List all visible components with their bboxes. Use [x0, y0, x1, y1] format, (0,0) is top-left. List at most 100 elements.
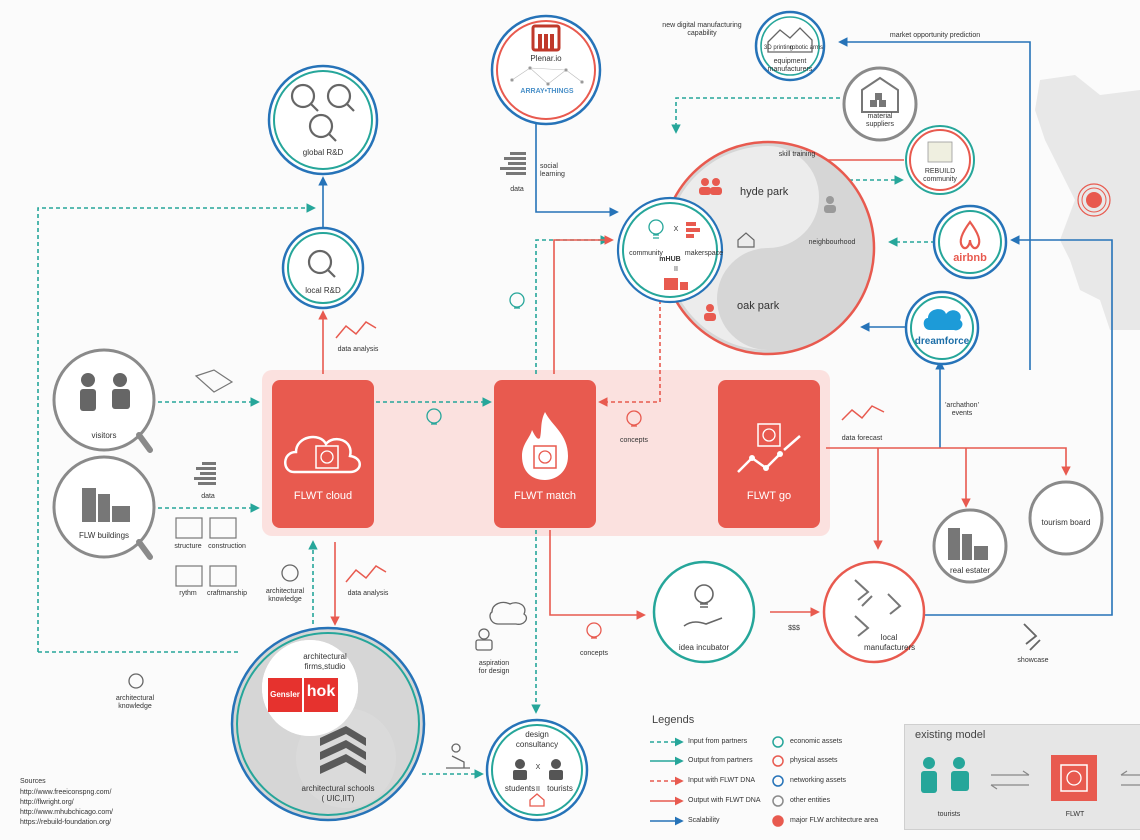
sketch-icons	[175, 369, 237, 587]
showcase-chair-icon	[1023, 623, 1041, 651]
data-analysis-top-label: data analysis	[337, 346, 379, 353]
concepts-mid-label: concepts	[619, 437, 649, 444]
lightbulb-icon	[648, 219, 664, 239]
legend-title: Legends	[652, 714, 695, 726]
money-label: $$$	[788, 625, 800, 632]
search-book-icon	[307, 249, 336, 278]
airbnb-label: airbnb	[953, 252, 987, 264]
flame-icon	[522, 412, 568, 480]
design-x-mark: X	[535, 764, 541, 771]
real-estater-label: real estater	[949, 566, 991, 575]
chevron-stack-icon	[320, 726, 366, 774]
legend-item: major FLW architecture area	[790, 817, 879, 824]
local-manufacturers-node	[822, 560, 926, 664]
legend-item: Scalability	[688, 817, 720, 824]
printing-3d-label: 3D printing	[764, 45, 794, 51]
showcase-label: showcase	[1017, 657, 1049, 664]
archathon-label: 'archathon' events	[945, 402, 979, 417]
flwt-match-title: FLWT match	[514, 490, 576, 502]
hyde-park-label: hyde park	[740, 186, 789, 198]
trend-line-icons	[335, 321, 885, 583]
robotic-arms-label: robotic arms	[790, 45, 824, 51]
arch-knowledge-1-label: architectural knowledge	[265, 588, 305, 603]
tourists-icon	[80, 373, 130, 411]
new-digital-label: new digital manufacturing capability	[662, 22, 742, 37]
visitors-node	[52, 348, 156, 452]
tourists-label: tourists	[547, 784, 573, 793]
hok-label: hok	[306, 683, 336, 700]
social-learning-label: social learning	[540, 163, 565, 178]
data-forecast-label: data forecast	[841, 435, 883, 442]
idea-incubator-node	[652, 560, 756, 664]
market-prediction-label: market opportunity prediction	[889, 32, 981, 39]
material-suppliers-label: material suppliers	[865, 113, 894, 128]
lightbulb-icons-small	[426, 292, 525, 425]
dreamforce-cloud-icon	[923, 309, 963, 331]
students-icon	[513, 759, 563, 780]
rebuild-logo-icon	[927, 141, 953, 163]
flwt-match-card: FLWT match	[494, 380, 596, 528]
local-manufacturers-label: local manufacturers	[864, 633, 916, 652]
trend-icon	[737, 423, 801, 473]
arch-firms-label: architectural firms,studio	[303, 652, 347, 671]
idea-hand-icon	[683, 584, 723, 627]
house-icon-2	[529, 793, 545, 807]
oak-park-label: oak park	[737, 300, 780, 312]
array-of-things-label: ARRAY•THINGS	[520, 88, 574, 95]
data-chart-icons	[194, 152, 526, 485]
structure-label: structure	[174, 543, 202, 550]
flw-buildings-label: FLW buildings	[78, 531, 130, 540]
legend-item: other entities	[790, 797, 831, 804]
flwt-cloud-title: FLWT cloud	[293, 490, 353, 502]
global-rd-label: global R&D	[302, 148, 344, 157]
plenario-node	[490, 14, 602, 126]
building-icon	[82, 488, 130, 522]
equipment-label: equipment manufacturers	[767, 58, 813, 73]
network-icon	[510, 66, 584, 86]
community-label: community	[629, 250, 663, 257]
mhub-block-icon	[664, 278, 678, 290]
tourism-board-label: tourism board	[1041, 518, 1091, 527]
concepts-bottom-label: concepts	[579, 650, 609, 657]
design-equals-mark: II	[536, 786, 540, 793]
person-icons	[699, 178, 722, 321]
house-icon	[737, 232, 755, 248]
neighbour-person-icon	[824, 196, 836, 213]
data-top-label: data	[510, 186, 524, 193]
makerspace-label: makerspace	[684, 250, 724, 257]
legend-item: physical assets	[790, 757, 838, 764]
search-book-icons	[290, 83, 355, 142]
source-link[interactable]: http://flwright.org/	[20, 799, 74, 806]
arch-knowledge-2-label: architectural knowledge	[115, 695, 155, 710]
flw-area-marker	[1077, 183, 1111, 217]
warehouse-icon	[861, 76, 899, 113]
idea-incubator-label: idea incubator	[678, 643, 730, 652]
legend-item: economic assets	[790, 738, 843, 745]
source-link[interactable]: http://www.freeiconspng.com/	[20, 789, 112, 796]
building-icon-2	[948, 528, 988, 560]
data-left-label: data	[201, 493, 215, 500]
students-label: students	[504, 784, 536, 793]
neighbourhood-label: neighbourhood	[808, 239, 856, 246]
mhub-label: mHUB	[659, 256, 681, 263]
local-rd-label: local R&D	[305, 286, 341, 295]
source-link[interactable]: https://rebuild-foundation.org/	[20, 819, 112, 826]
aspiration-icon	[475, 601, 528, 651]
data-analysis-bottom-label: data analysis	[347, 590, 389, 597]
legend-item: Output from partners	[688, 757, 753, 764]
equipment-node	[754, 10, 826, 82]
brain-icon	[128, 564, 299, 689]
gensler-label: Gensler	[270, 690, 300, 699]
flwt-go-card: FLWT go	[718, 380, 820, 528]
existing-model-title: existing model	[915, 729, 986, 741]
existing-flwt-label: FLWT	[1065, 811, 1085, 818]
source-link[interactable]: http://www.mhubchicago.com/	[20, 809, 113, 816]
rebuild-label: REBUILD community	[923, 168, 957, 183]
visitors-label: visitors	[91, 431, 117, 440]
plenario-logo-icon	[531, 24, 561, 52]
flwt-go-title: FLWT go	[746, 490, 792, 502]
legend-item: Input from partners	[688, 738, 748, 745]
skill-training-label: skill training	[778, 151, 816, 158]
chair-icons	[854, 579, 902, 637]
